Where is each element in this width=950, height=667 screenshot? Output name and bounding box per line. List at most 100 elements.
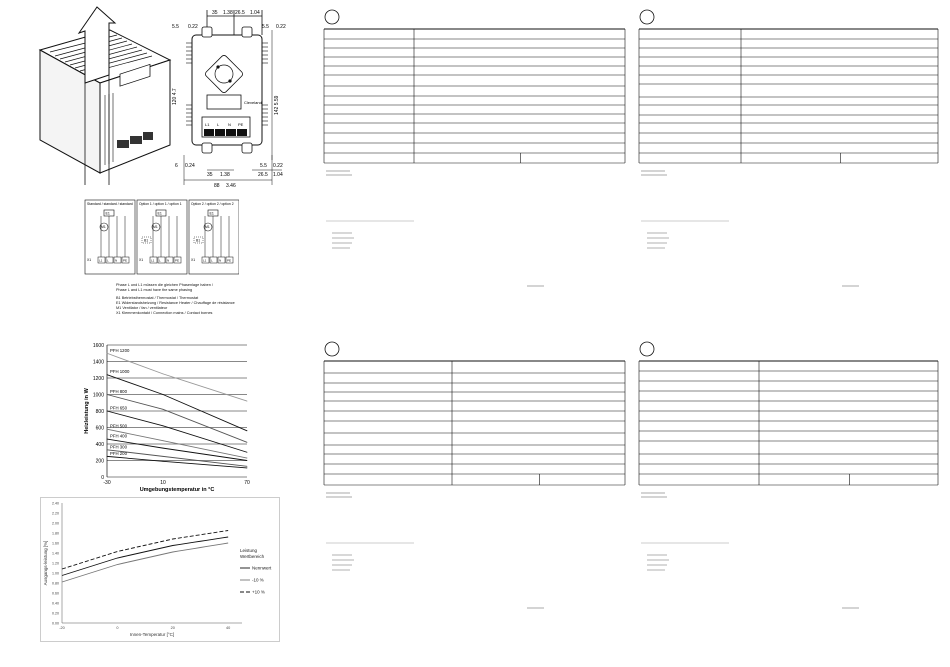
x-tick-label: 70 <box>244 480 250 486</box>
terminal-label: L1 <box>151 259 155 263</box>
connector-x1-label: X1 <box>139 258 143 262</box>
series-label: PFH 650 <box>110 406 128 411</box>
series-label: PFH 500 <box>110 424 128 429</box>
series-label: PFH 400 <box>110 434 128 439</box>
y-tick-label: 2.20 <box>52 511 59 515</box>
series-point <box>106 428 108 430</box>
dim-top-3: 26.5 <box>235 10 245 16</box>
terminal-box <box>209 256 218 264</box>
heater-e1-label: E1 <box>106 212 110 216</box>
y-tick-label: 2.00 <box>52 521 59 525</box>
terminal-box <box>105 256 114 264</box>
series-line <box>106 438 248 461</box>
fan-m1-symbol <box>203 222 213 232</box>
dim-top-right-2: 0.22 <box>276 24 286 30</box>
y-tick-label: 1.60 <box>52 541 59 545</box>
terminal-label: PE <box>123 259 127 263</box>
thermostat-b1-label: B1 <box>196 239 200 243</box>
series-line <box>61 542 229 583</box>
dim-bottom-left-2: 0.24 <box>185 163 195 169</box>
language-section <box>323 341 626 609</box>
wiring-note-line: Phase L und L1 müssen die gleichen Phase… <box>116 283 213 287</box>
x-tick-label: -20 <box>59 626 65 630</box>
y-tick-label: 0.40 <box>52 601 59 605</box>
terminal-box <box>165 256 174 264</box>
wiring-panel-title: Option 2 / option 2 / option 2 <box>191 202 234 206</box>
language-section <box>638 9 939 287</box>
terminal-label: L <box>211 259 213 263</box>
x-tick-label: -30 <box>103 480 110 486</box>
wiring-legend-line: B1 Betriebsthermostat / Thermostat / The… <box>116 296 199 300</box>
terminal-label: N <box>219 259 221 263</box>
thermostat-b1-box <box>141 236 152 244</box>
y-tick-label: 0 <box>101 475 104 481</box>
language-flag-badge <box>324 9 340 25</box>
terminal-box <box>201 256 210 264</box>
series-point <box>162 408 164 410</box>
y-tick-label: 0.20 <box>52 611 59 615</box>
series-line <box>61 536 229 576</box>
series-point <box>106 374 108 376</box>
device-isometric-drawing <box>38 6 172 185</box>
connector-x1-label: X1 <box>87 258 91 262</box>
y-tick-label: 1000 <box>93 392 104 398</box>
series-point <box>246 430 248 432</box>
dim-bottom-right-2: 1.04 <box>273 172 283 178</box>
wiring-panel-title: Option 1 / option 1 / option 1 <box>139 202 182 206</box>
dim-top-right-1: 5.5 <box>262 24 269 30</box>
series-point <box>162 373 164 375</box>
terminal-label: PE <box>227 259 231 263</box>
dim-top-1: 35 <box>212 10 218 16</box>
x-tick-label: 0 <box>116 626 118 630</box>
series-line <box>106 394 248 443</box>
dim-bottom-mid-1: 35 <box>207 172 213 178</box>
y-axis-label: Ausgangs-leistung [%] <box>43 541 48 586</box>
output-power-chart: 0.000.200.400.600.801.001.201.401.601.80… <box>40 497 280 642</box>
front-view-dimension-drawing: 35 1.38 26.5 1.04 5.5 0.22 5.5 0.22 Clev… <box>172 10 286 189</box>
connector-x1-label: X1 <box>191 258 195 262</box>
series-point <box>162 440 164 442</box>
series-line <box>106 352 248 402</box>
terminal-box <box>149 256 158 264</box>
wiring-legend-line: M1 Ventilator / fan / ventilateur <box>116 306 168 310</box>
heater-e1-label: E1 <box>210 212 214 216</box>
wiring-panel-title: Standard / standard / standard <box>87 202 133 206</box>
legend-entry: -10 % <box>252 578 264 583</box>
x-tick-label: 20 <box>171 626 175 630</box>
fan-m1-symbol <box>99 222 109 232</box>
y-tick-label: 0.60 <box>52 591 59 595</box>
y-tick-label: 1.00 <box>52 571 59 575</box>
terminal-n: N <box>228 122 231 127</box>
x-axis-label: Umgebungstemperatur in °C <box>140 487 215 493</box>
x-tick-label: 10 <box>160 480 166 486</box>
fan-m1-label: M1 <box>153 225 158 229</box>
terminal-label: L <box>107 259 109 263</box>
series-point <box>246 465 248 467</box>
legend-title: Wertbereich <box>240 554 265 559</box>
legend-title: Leistung <box>240 548 258 553</box>
dim-right-height: 142 5.59 <box>274 95 280 115</box>
dim-bottom-right-1: 26.5 <box>258 172 268 178</box>
x-tick-label: 40 <box>226 626 230 630</box>
y-tick-label: 0.80 <box>52 581 59 585</box>
series-point <box>162 447 164 449</box>
terminal-label: N <box>115 259 117 263</box>
dim-bottom-right-small-2: 0.22 <box>273 163 283 169</box>
dim-bottom-total-2: 3.46 <box>226 183 236 189</box>
dim-bottom-right-small-1: 5.5 <box>260 163 267 169</box>
series-point <box>246 441 248 443</box>
series-point <box>106 410 108 412</box>
y-tick-label: 1400 <box>93 359 104 365</box>
series-point <box>106 455 108 457</box>
language-flag-badge <box>639 341 655 357</box>
dim-top-4: 1.04 <box>250 10 260 16</box>
y-tick-label: 1.40 <box>52 551 59 555</box>
language-flag-badge <box>324 341 340 357</box>
y-tick-label: 0.00 <box>52 621 59 625</box>
series-point <box>246 467 248 469</box>
series-point <box>246 457 248 459</box>
y-tick-label: 2.40 <box>52 501 59 505</box>
series-point <box>162 460 164 462</box>
